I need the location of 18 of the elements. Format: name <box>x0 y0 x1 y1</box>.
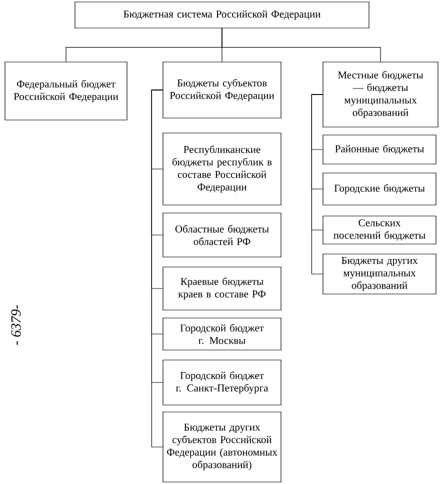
budget-box: Областные бюджеты областей РФ <box>162 212 282 258</box>
budget-box: Районные бюджеты <box>322 134 436 164</box>
connector-line <box>151 90 163 448</box>
budget-box: Сельских поселений бюджеты <box>322 216 436 244</box>
budget-box: Федеральный бюджет Российской Федерации <box>4 62 128 120</box>
budget-box: Бюджеты субъектов Российской Федерации <box>162 62 282 118</box>
title-box: Бюджетная система Российской Федерации <box>74 2 370 28</box>
budget-box: Бюджеты других субъектов Российской Федерации (автономных образований) <box>162 412 282 482</box>
handwritten-number: - 6379- <box>11 305 21 345</box>
budget-box: Краевые бюджеты краев в составе РФ <box>162 266 282 310</box>
connector-line <box>311 94 323 274</box>
budget-box: Местные бюджеты — бюджеты муниципальных образований <box>322 62 438 128</box>
budget-box: Бюджеты других муниципальных образований <box>322 254 436 294</box>
connector-line <box>222 28 381 62</box>
budget-box: Городской бюджет г. Москвы <box>162 318 282 350</box>
budget-box: Городской бюджет г. Санкт-Петербурга <box>162 360 282 406</box>
budget-box: Городские бюджеты <box>322 172 436 206</box>
budget-box: Республиканские бюджеты республик в составе Российской Федерации <box>162 132 282 206</box>
